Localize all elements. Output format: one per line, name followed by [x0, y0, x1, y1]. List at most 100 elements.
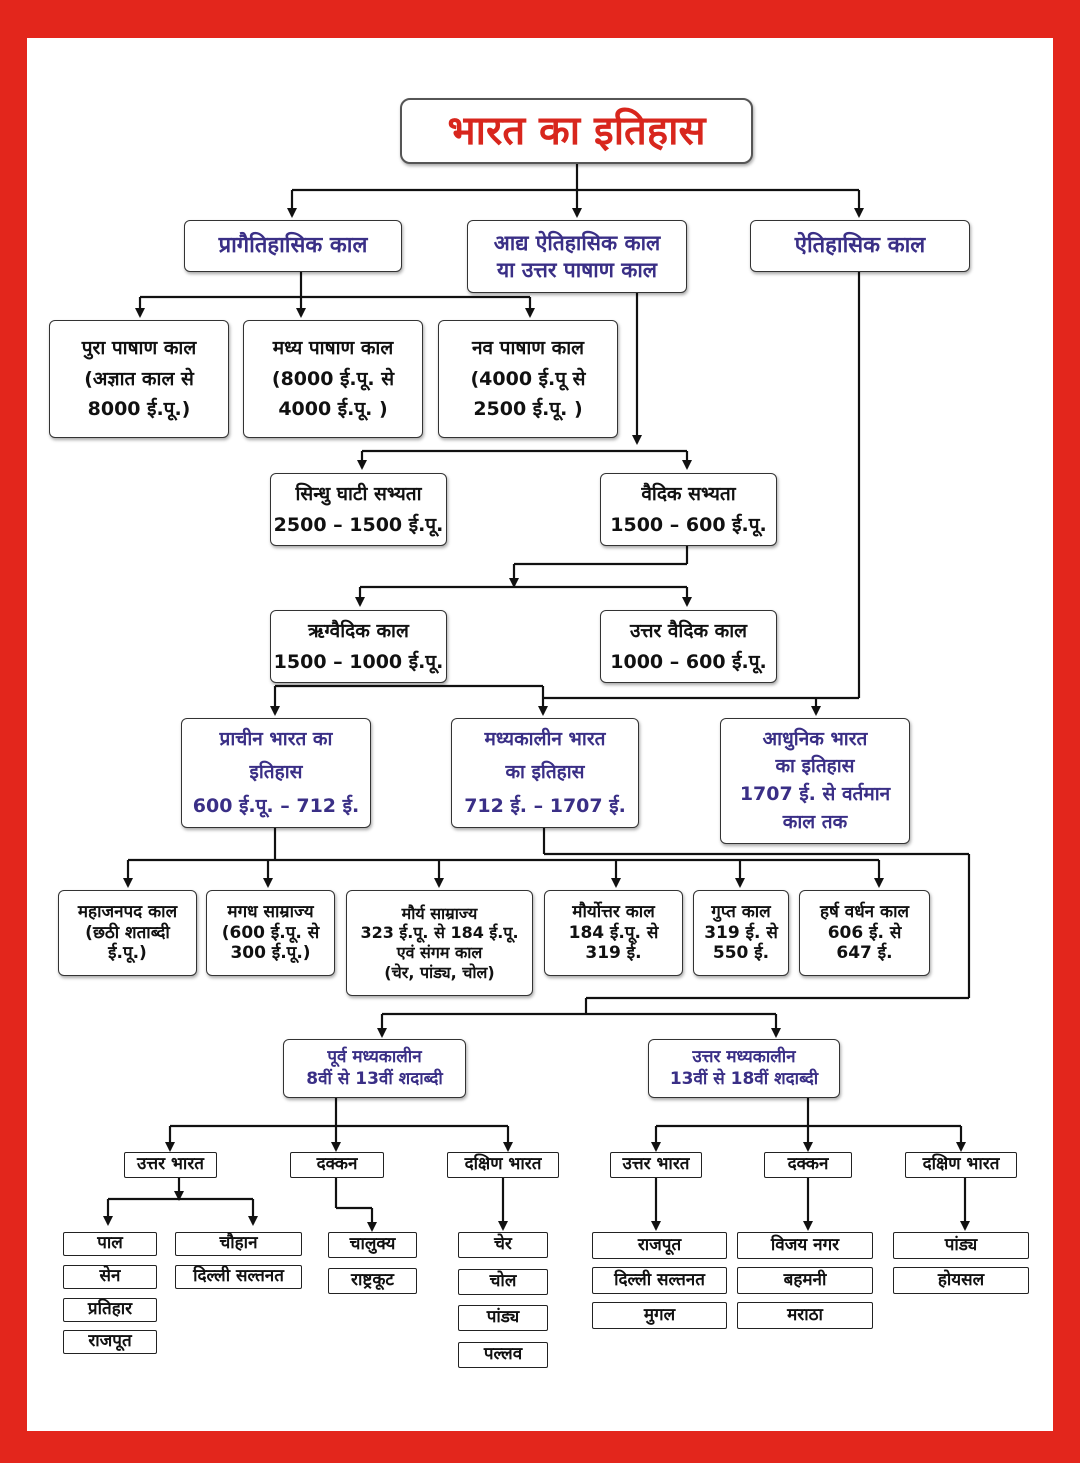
dynasty-delhi-sultanate-early: दिल्ली सल्तनत [175, 1265, 302, 1289]
mahajanapada-range-line2: ई.पू.) [108, 943, 147, 964]
medieval-india-line2: का इतिहास [505, 761, 585, 784]
early-north-india-heading: उत्तर भारत [124, 1152, 217, 1178]
harsha-box: हर्ष वर्धन काल 606 ई. से 647 ई. [799, 890, 930, 976]
maurya-range: 323 ई.पू. से 184 ई.पू. [360, 923, 519, 943]
dynasty-chera: चेर [458, 1232, 548, 1258]
dynasty-bahmani-label: बहमनी [783, 1269, 827, 1290]
rigvedic-box: ऋग्वैदिक काल 1500 – 1000 ई.पू. [270, 610, 447, 683]
mahajanapada-box: महाजनपद काल (छठी शताब्दी ई.पू.) [58, 890, 197, 976]
dynasty-bahmani: बहमनी [737, 1267, 873, 1294]
later-vedic-name: उत्तर वैदिक काल [629, 620, 748, 643]
dynasty-delhi-sultanate-late-label: दिल्ली सल्तनत [614, 1269, 705, 1290]
ancient-india-box: प्राचीन भारत का इतिहास 600 ई.पू. – 712 ई… [181, 718, 371, 828]
later-vedic-box: उत्तर वैदिक काल 1000 – 600 ई.पू. [600, 610, 777, 683]
sangam-label: एवं संगम काल [396, 943, 483, 962]
medieval-india-range: 712 ई. – 1707 ई. [464, 794, 626, 817]
neolithic-name: नव पाषाण काल [471, 337, 585, 360]
late-deccan-label: दक्कन [787, 1154, 829, 1175]
dynasty-pandya-early: पांड्य [458, 1305, 548, 1331]
dynasty-pandya-early-label: पांड्य [486, 1307, 520, 1328]
dynasty-chalukya: चालुक्य [328, 1232, 417, 1258]
harsha-range-line1: 606 ई. से [827, 922, 902, 943]
protohistoric-label-line1: आद्य ऐतिहासिक काल [493, 231, 661, 256]
dynasty-pandya-late: पांड्य [893, 1232, 1029, 1259]
gupta-range-line2: 550 ई. [712, 943, 770, 964]
prehistoric-period-box: प्रागैतिहासिक काल [184, 220, 402, 272]
late-medieval-range: 13वीं से 18वीं शदाब्दी [669, 1068, 819, 1089]
chart-title: भारत का इतिहास [400, 98, 753, 164]
late-north-india-heading: उत्तर भारत [610, 1152, 702, 1178]
late-medieval-name: उत्तर मध्यकालीन [692, 1047, 796, 1068]
dynasty-mughal-label: मुगल [643, 1304, 676, 1325]
dynasty-pala-label: पाल [97, 1233, 123, 1254]
paleolithic-name: पुरा पाषाण काल [81, 337, 197, 360]
dynasty-vijayanagara-label: विजय नगर [770, 1234, 840, 1255]
dynasty-rajput-early: राजपूत [63, 1330, 157, 1354]
gupta-name: गुप्त काल [711, 902, 771, 923]
dynasty-pratihara-label: प्रतिहार [87, 1299, 133, 1320]
protohistoric-period-box: आद्य ऐतिहासिक काल या उत्तर पाषाण काल [467, 220, 687, 293]
late-medieval-box: उत्तर मध्यकालीन 13वीं से 18वीं शदाब्दी [648, 1039, 840, 1098]
rigvedic-range: 1500 – 1000 ई.पू. [273, 650, 444, 673]
chart-sheet: भारत का इतिहास प्रागैतिहासिक काल आद्य ऐत… [27, 38, 1053, 1431]
magadha-box: मगध साम्राज्य (600 ई.पू. से 300 ई.पू.) [206, 890, 335, 976]
early-north-india-label: उत्तर भारत [137, 1154, 204, 1175]
dynasty-rashtrakuta-label: राष्ट्रकूट [351, 1270, 394, 1291]
mahajanapada-name: महाजनपद काल [77, 902, 178, 923]
post-maurya-name: मौर्योत्तर काल [572, 902, 655, 923]
modern-india-range-line1: 1707 ई. से वर्तमान [739, 783, 891, 805]
connector-lines [103, 164, 971, 1232]
neolithic-range-line2: 2500 ई.पू. ) [473, 398, 583, 421]
dynasty-pratihara: प्रतिहार [63, 1298, 157, 1322]
mahajanapada-range-line1: (छठी शताब्दी [85, 922, 170, 943]
dynasty-vijayanagara: विजय नगर [737, 1232, 873, 1259]
post-maurya-box: मौर्योत्तर काल 184 ई.पू. से 319 ई. [544, 890, 683, 976]
dynasty-maratha: मराठा [737, 1302, 873, 1329]
vedic-civilization-name: वैदिक सभ्यता [641, 483, 736, 506]
prehistoric-label: प्रागैतिहासिक काल [218, 233, 368, 259]
dynasty-sena-label: सेन [99, 1266, 121, 1287]
gupta-box: गुप्त काल 319 ई. से 550 ई. [693, 890, 789, 976]
modern-india-box: आधुनिक भारत का इतिहास 1707 ई. से वर्तमान… [720, 718, 910, 844]
mesolithic-range-line2: 4000 ई.पू. ) [278, 398, 388, 421]
post-maurya-range-line2: 319 ई. [585, 943, 642, 964]
dynasty-rajput-late: राजपूत [592, 1232, 727, 1259]
dynasty-maratha-label: मराठा [787, 1304, 823, 1325]
neolithic-box: नव पाषाण काल (4000 ई.पू से 2500 ई.पू. ) [438, 320, 618, 438]
sangam-kingdoms: (चेर, पांड्य, चोल) [384, 962, 495, 982]
mesolithic-box: मध्य पाषाण काल (8000 ई.पू. से 4000 ई.पू.… [243, 320, 423, 438]
vedic-civilization-box: वैदिक सभ्यता 1500 – 600 ई.पू. [600, 473, 777, 546]
early-medieval-box: पूर्व मध्यकालीन 8वीं से 13वीं शदाब्दी [283, 1039, 466, 1098]
early-south-india-heading: दक्षिण भारत [447, 1152, 559, 1178]
dynasty-delhi-sultanate-late: दिल्ली सल्तनत [592, 1267, 727, 1294]
paleolithic-range-line2: 8000 ई.पू.) [87, 398, 191, 421]
late-south-india-heading: दक्षिण भारत [905, 1152, 1017, 1178]
ancient-india-range: 600 ई.पू. – 712 ई. [192, 794, 360, 817]
later-vedic-range: 1000 – 600 ई.पू. [610, 650, 767, 673]
historic-label: ऐतिहासिक काल [794, 233, 926, 259]
indus-valley-box: सिन्धु घाटी सभ्यता 2500 – 1500 ई.पू. [270, 473, 447, 546]
vedic-civilization-range: 1500 – 600 ई.पू. [610, 513, 767, 536]
dynasty-delhi-sultanate-early-label: दिल्ली सल्तनत [193, 1266, 284, 1287]
medieval-india-box: मध्यकालीन भारत का इतिहास 712 ई. – 1707 ई… [451, 718, 639, 828]
modern-india-range-line2: काल तक [782, 810, 848, 833]
magadha-name: मगध साम्राज्य [227, 902, 314, 923]
post-maurya-range-line1: 184 ई.पू. से [568, 922, 659, 943]
early-medieval-name: पूर्व मध्यकालीन [327, 1047, 422, 1068]
magadha-range-line1: (600 ई.पू. से [221, 922, 320, 943]
dynasty-sena: सेन [63, 1265, 157, 1289]
historic-period-box: ऐतिहासिक काल [750, 220, 970, 272]
early-deccan-heading: दक्कन [290, 1152, 384, 1178]
protohistoric-label-line2: या उत्तर पाषाण काल [496, 257, 658, 282]
dynasty-pandya-late-label: पांड्य [944, 1234, 978, 1255]
maurya-name: मौर्य साम्राज्य [401, 903, 478, 923]
modern-india-line1: आधुनिक भारत [762, 727, 868, 750]
dynasty-chalukya-label: चालुक्य [349, 1234, 396, 1255]
dynasty-pala: पाल [63, 1232, 157, 1256]
late-deccan-heading: दक्कन [764, 1152, 852, 1178]
dynasty-chauhan-label: चौहान [219, 1233, 258, 1254]
dynasty-rajput-early-label: राजपूत [88, 1331, 132, 1352]
dynasty-hoysala: होयसल [893, 1267, 1029, 1294]
dynasty-rajput-late-label: राजपूत [637, 1234, 682, 1255]
magadha-range-line2: 300 ई.पू.) [230, 943, 311, 964]
